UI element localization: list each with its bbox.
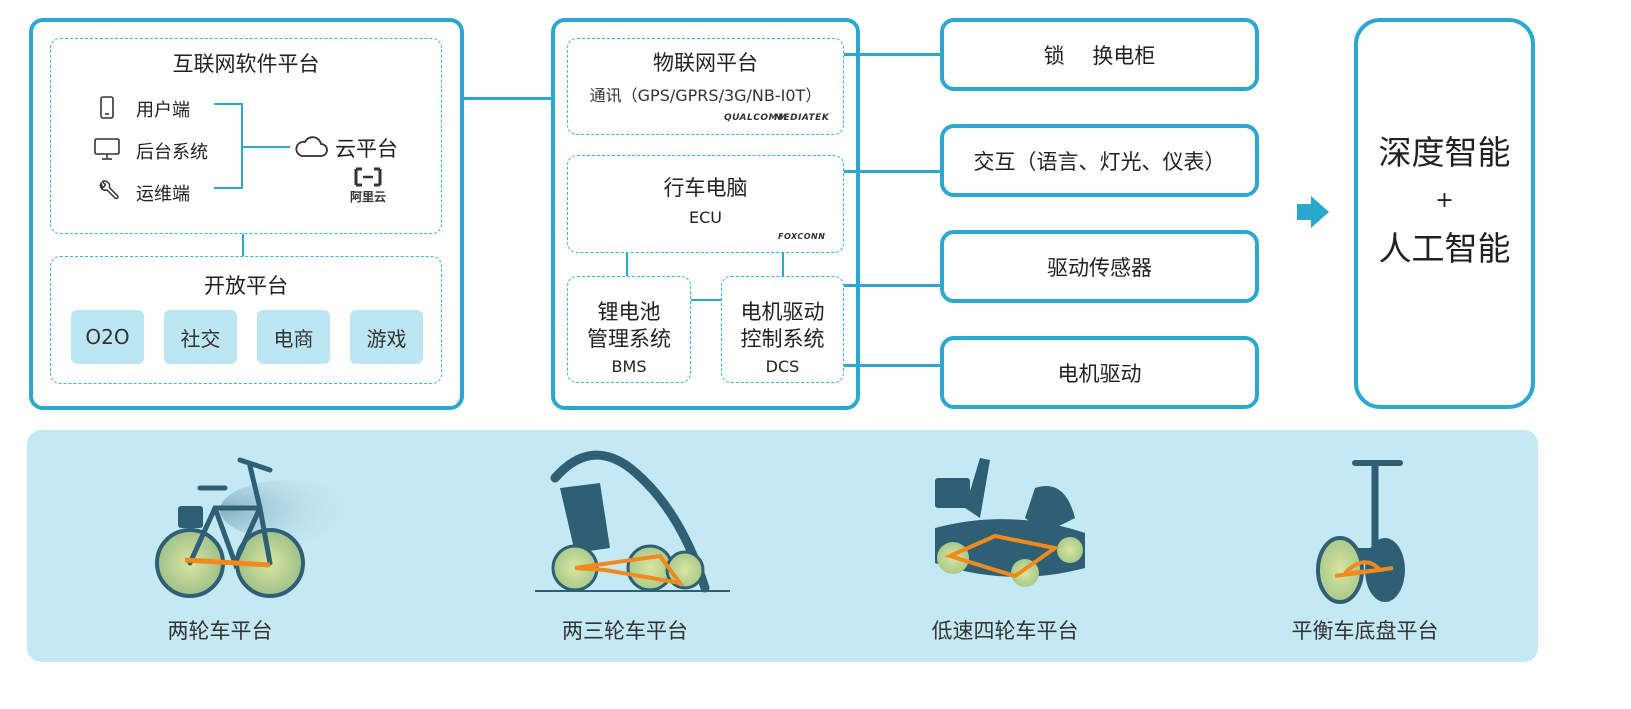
open-platform-title: 开放平台	[204, 274, 288, 298]
bms-code: BMS	[611, 356, 647, 376]
bms-line1: 锂电池	[597, 300, 661, 324]
ai-line1: 深度智能	[1378, 133, 1511, 172]
vehicle-label-low-speed-four-wheel: 低速四轮车平台	[931, 619, 1079, 643]
ai-box	[1354, 18, 1535, 409]
items-bracket	[214, 103, 290, 189]
middle-outer-box	[551, 18, 860, 410]
bms-panel	[567, 276, 691, 383]
left-middle-connector	[464, 97, 553, 100]
chip-social: 社交	[164, 310, 237, 364]
ai-plus: +	[1435, 187, 1454, 213]
iot-platform-panel	[567, 38, 844, 135]
ecu-title: 行车电脑	[663, 176, 748, 200]
aliyun-logo	[348, 166, 388, 206]
bms-dcs-connector	[691, 299, 721, 301]
ai-line2: 人工智能	[1378, 229, 1511, 268]
vehicle-label-balance-chassis: 平衡车底盘平台	[1291, 619, 1439, 643]
phone-icon	[96, 96, 118, 120]
four-wheel-illustration	[925, 448, 1095, 598]
internet-platform-panel	[50, 38, 442, 234]
dcs-line1: 电机驱动	[740, 300, 825, 324]
arrow-right-icon	[1295, 194, 1331, 230]
aliyun-logo-text: 阿里云	[349, 190, 386, 204]
ecu-subtitle: ECU	[689, 207, 722, 227]
connector-motor	[844, 364, 942, 367]
drive-sensor-box: 驱动传感器	[940, 230, 1259, 303]
item-user-label: 用户端	[136, 100, 190, 121]
wrench-icon	[96, 179, 120, 203]
item-ops-label: 运维端	[136, 184, 190, 205]
bicycle-illustration	[140, 448, 370, 618]
mediatek-logo: MEDIATEK	[774, 113, 830, 123]
foxconn-logo: FOXCONN	[778, 232, 826, 241]
vehicle-label-two-wheel: 两轮车平台	[167, 619, 273, 643]
dcs-panel	[721, 276, 844, 383]
chip-o2o: O2O	[71, 310, 144, 364]
ecu-dcs-connector	[782, 253, 784, 276]
monitor-icon	[94, 137, 120, 161]
motor-drive-box: 电机驱动	[940, 336, 1259, 409]
iot-platform-subtitle: 通讯（GPS/GPRS/3G/NB-I0T）	[589, 86, 822, 105]
chip-ecommerce: 电商	[257, 310, 330, 364]
connector-interaction	[844, 170, 942, 173]
iot-platform-title: 物联网平台	[653, 51, 758, 75]
qualcomm-logo: QUALCOMM	[724, 113, 788, 123]
bms-line2: 管理系统	[587, 327, 671, 351]
tricycle-illustration	[530, 448, 730, 598]
ecu-bms-connector	[626, 253, 628, 276]
connector-lock	[844, 53, 942, 56]
internet-platform-title: 互联网软件平台	[172, 52, 320, 76]
cloud-icon	[293, 133, 329, 159]
item-backend-label: 后台系统	[136, 142, 208, 163]
vehicle-label-two-three-wheel: 两三轮车平台	[562, 619, 688, 643]
dcs-code: DCS	[765, 356, 800, 376]
balance-scooter-illustration	[1305, 448, 1415, 608]
open-platform-panel	[50, 256, 442, 384]
lock-battery-cabinet-box: 锁 换电柜	[940, 18, 1259, 91]
dcs-line2: 控制系统	[740, 327, 825, 351]
chip-games: 游戏	[350, 310, 423, 364]
connector-sensor	[844, 284, 942, 287]
cloud-platform-label: 云平台	[335, 137, 398, 161]
internet-open-connector	[242, 234, 244, 256]
ecu-panel	[567, 155, 844, 253]
interaction-box: 交互（语言、灯光、仪表）	[940, 124, 1259, 197]
